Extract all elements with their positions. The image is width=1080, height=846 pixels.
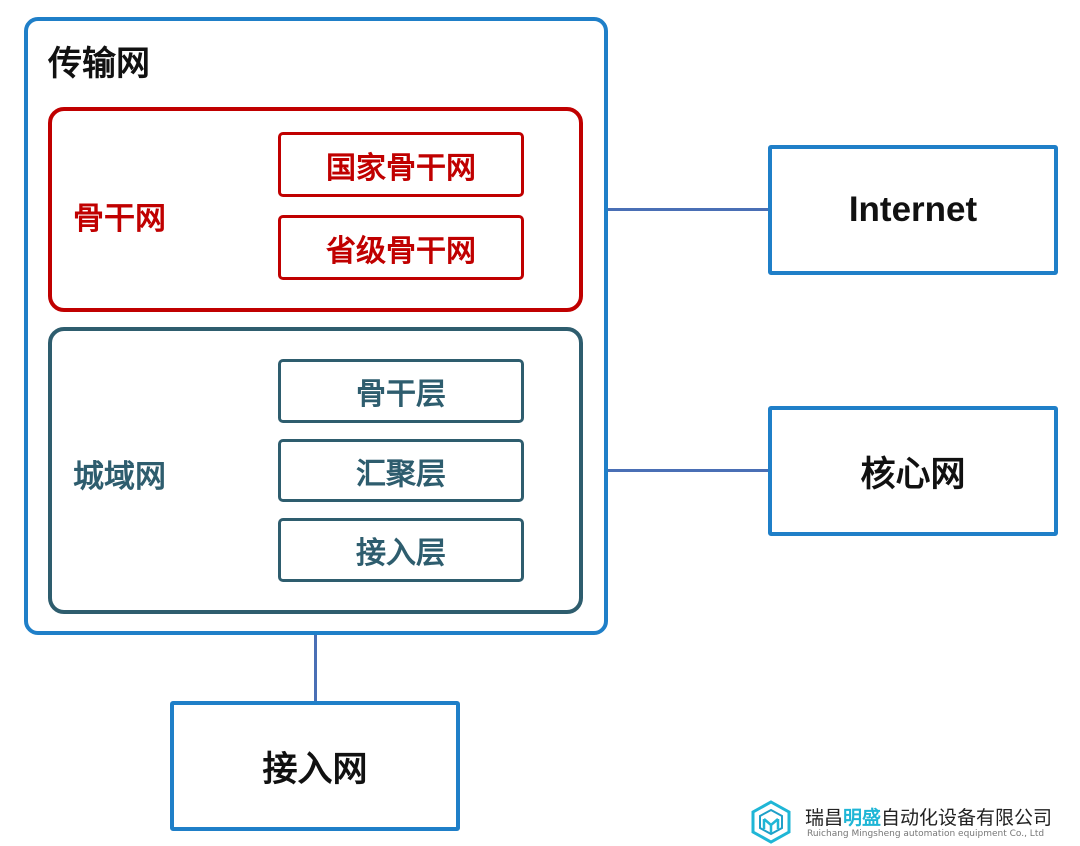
backbone-network-label: 骨干网	[73, 201, 166, 237]
national-backbone-box: 国家骨干网	[278, 132, 524, 197]
core-layer-box: 骨干层	[278, 359, 524, 423]
aggregation-layer-box: 汇聚层	[278, 439, 524, 502]
company-name-suffix: 自动化设备有限公司	[881, 807, 1053, 829]
company-name-prefix: 瑞昌	[805, 807, 844, 829]
metro-network-label: 城域网	[73, 459, 166, 495]
access-layer-box: 接入层	[278, 518, 524, 582]
company-name: 瑞昌明盛自动化设备有限公司	[805, 803, 1052, 830]
metro-network-box	[48, 327, 583, 614]
access-network-box: 接入网	[170, 701, 460, 831]
access-connector-line	[314, 635, 317, 702]
provincial-backbone-box: 省级骨干网	[278, 215, 524, 280]
company-english-name: Ruichang Mingsheng automation equipment …	[807, 829, 1045, 839]
internet-connector-line	[608, 208, 769, 211]
backbone-network-box	[48, 107, 583, 312]
transport-network-title: 传输网	[48, 44, 150, 84]
core-connector-line	[608, 469, 769, 472]
company-name-highlight: 明盛	[843, 807, 882, 829]
internet-box: Internet	[768, 145, 1058, 275]
transport-network-box	[24, 17, 608, 635]
hexagon-cube-logo-icon	[751, 800, 791, 844]
core-network-box: 核心网	[768, 406, 1058, 536]
